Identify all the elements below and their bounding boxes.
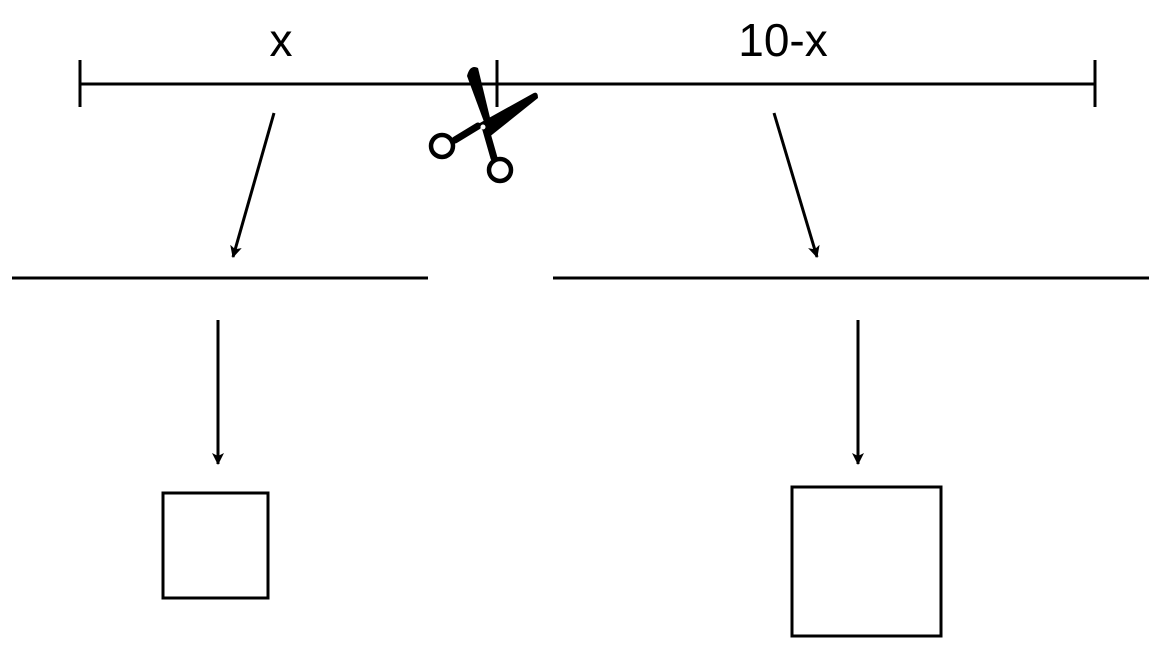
original-wire	[78, 60, 1097, 107]
right-segment-label: 10-x	[738, 14, 827, 66]
large-square	[790, 485, 943, 638]
left-segment-label: x	[270, 14, 293, 66]
left-piece-arrow	[230, 112, 276, 258]
scissors-icon	[428, 67, 538, 184]
small-square	[161, 491, 270, 600]
right-piece-arrow	[772, 112, 820, 258]
